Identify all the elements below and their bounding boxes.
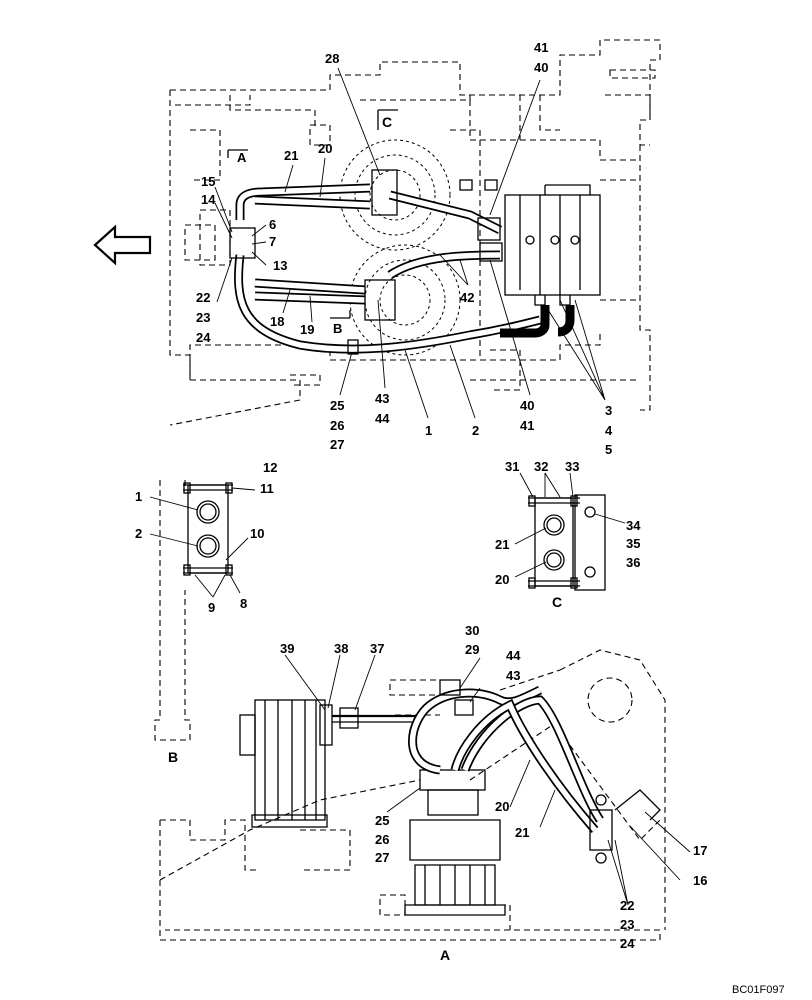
view-c-caption: C — [552, 594, 562, 610]
callout-c-36: 36 — [626, 555, 640, 570]
callout-22: 22 — [196, 290, 210, 305]
callout-a-30: 30 — [465, 623, 479, 638]
callout-b-9: 9 — [208, 600, 215, 615]
view-a-detail: 30 29 44 43 39 38 37 25 26 27 20 21 17 1… — [159, 623, 707, 963]
view-c-marker: C — [382, 114, 392, 130]
callout-14: 14 — [201, 192, 216, 207]
callout-6: 6 — [269, 217, 276, 232]
callout-25: 25 — [330, 398, 344, 413]
callout-20: 20 — [318, 141, 332, 156]
callout-21: 21 — [284, 148, 298, 163]
callout-c-32: 32 — [534, 459, 548, 474]
callout-b-2: 2 — [135, 526, 142, 541]
callout-c-35: 35 — [626, 536, 640, 551]
callout-b-8: 8 — [240, 596, 247, 611]
callout-5: 5 — [605, 442, 612, 457]
main-top-view: A B C 28 41 40 21 20 15 14 6 7 13 22 23 — [93, 39, 661, 457]
view-b-caption: B — [168, 749, 178, 765]
callout-b-12: 12 — [263, 460, 277, 475]
callout-b-11: 11 — [260, 481, 274, 496]
callout-2: 2 — [472, 423, 479, 438]
view-a-caption: A — [440, 947, 450, 963]
callout-40-bottom: 40 — [520, 398, 534, 413]
callout-a-24: 24 — [620, 936, 635, 951]
callout-c-33: 33 — [565, 459, 579, 474]
callout-a-25: 25 — [375, 813, 389, 828]
callout-b-10: 10 — [250, 526, 264, 541]
callout-13: 13 — [273, 258, 287, 273]
callout-24: 24 — [196, 330, 211, 345]
callout-44: 44 — [375, 411, 390, 426]
callout-19: 19 — [300, 322, 314, 337]
callout-a-21: 21 — [515, 825, 529, 840]
callout-28: 28 — [325, 51, 339, 66]
callout-26: 26 — [330, 418, 344, 433]
callout-a-20: 20 — [495, 799, 509, 814]
view-a-marker: A — [237, 150, 247, 165]
callout-a-29: 29 — [465, 642, 479, 657]
callout-c-21: 21 — [495, 537, 509, 552]
callout-a-27: 27 — [375, 850, 389, 865]
direction-arrow-icon — [93, 224, 152, 266]
view-c-detail: 31 32 33 34 35 36 21 20 C — [495, 459, 641, 610]
callout-7: 7 — [269, 234, 276, 249]
callout-a-39: 39 — [280, 641, 294, 656]
callout-42: 42 — [460, 290, 474, 305]
callout-a-16: 16 — [693, 873, 707, 888]
callout-18: 18 — [270, 314, 284, 329]
callout-b-1: 1 — [135, 489, 142, 504]
callout-3: 3 — [605, 403, 612, 418]
callout-a-22: 22 — [620, 898, 634, 913]
view-b-detail: 12 11 1 2 10 9 8 B — [135, 460, 277, 765]
callout-a-26: 26 — [375, 832, 389, 847]
callout-4: 4 — [605, 423, 613, 438]
callout-c-20: 20 — [495, 572, 509, 587]
callout-1: 1 — [425, 423, 432, 438]
callout-a-44: 44 — [506, 648, 521, 663]
callout-41-bottom: 41 — [520, 418, 534, 433]
callout-41-top: 41 — [534, 40, 548, 55]
drawing-code: BC01F097 — [732, 984, 785, 996]
callout-15: 15 — [201, 174, 215, 189]
callout-a-43: 43 — [506, 668, 520, 683]
callout-27: 27 — [330, 437, 344, 452]
callout-c-34: 34 — [626, 518, 641, 533]
callout-43: 43 — [375, 391, 389, 406]
callout-a-37: 37 — [370, 641, 384, 656]
callout-a-23: 23 — [620, 917, 634, 932]
view-b-marker: B — [333, 321, 342, 336]
callout-a-17: 17 — [693, 843, 707, 858]
callout-c-31: 31 — [505, 459, 519, 474]
callout-a-38: 38 — [334, 641, 348, 656]
callout-23: 23 — [196, 310, 210, 325]
callout-40-top: 40 — [534, 60, 548, 75]
